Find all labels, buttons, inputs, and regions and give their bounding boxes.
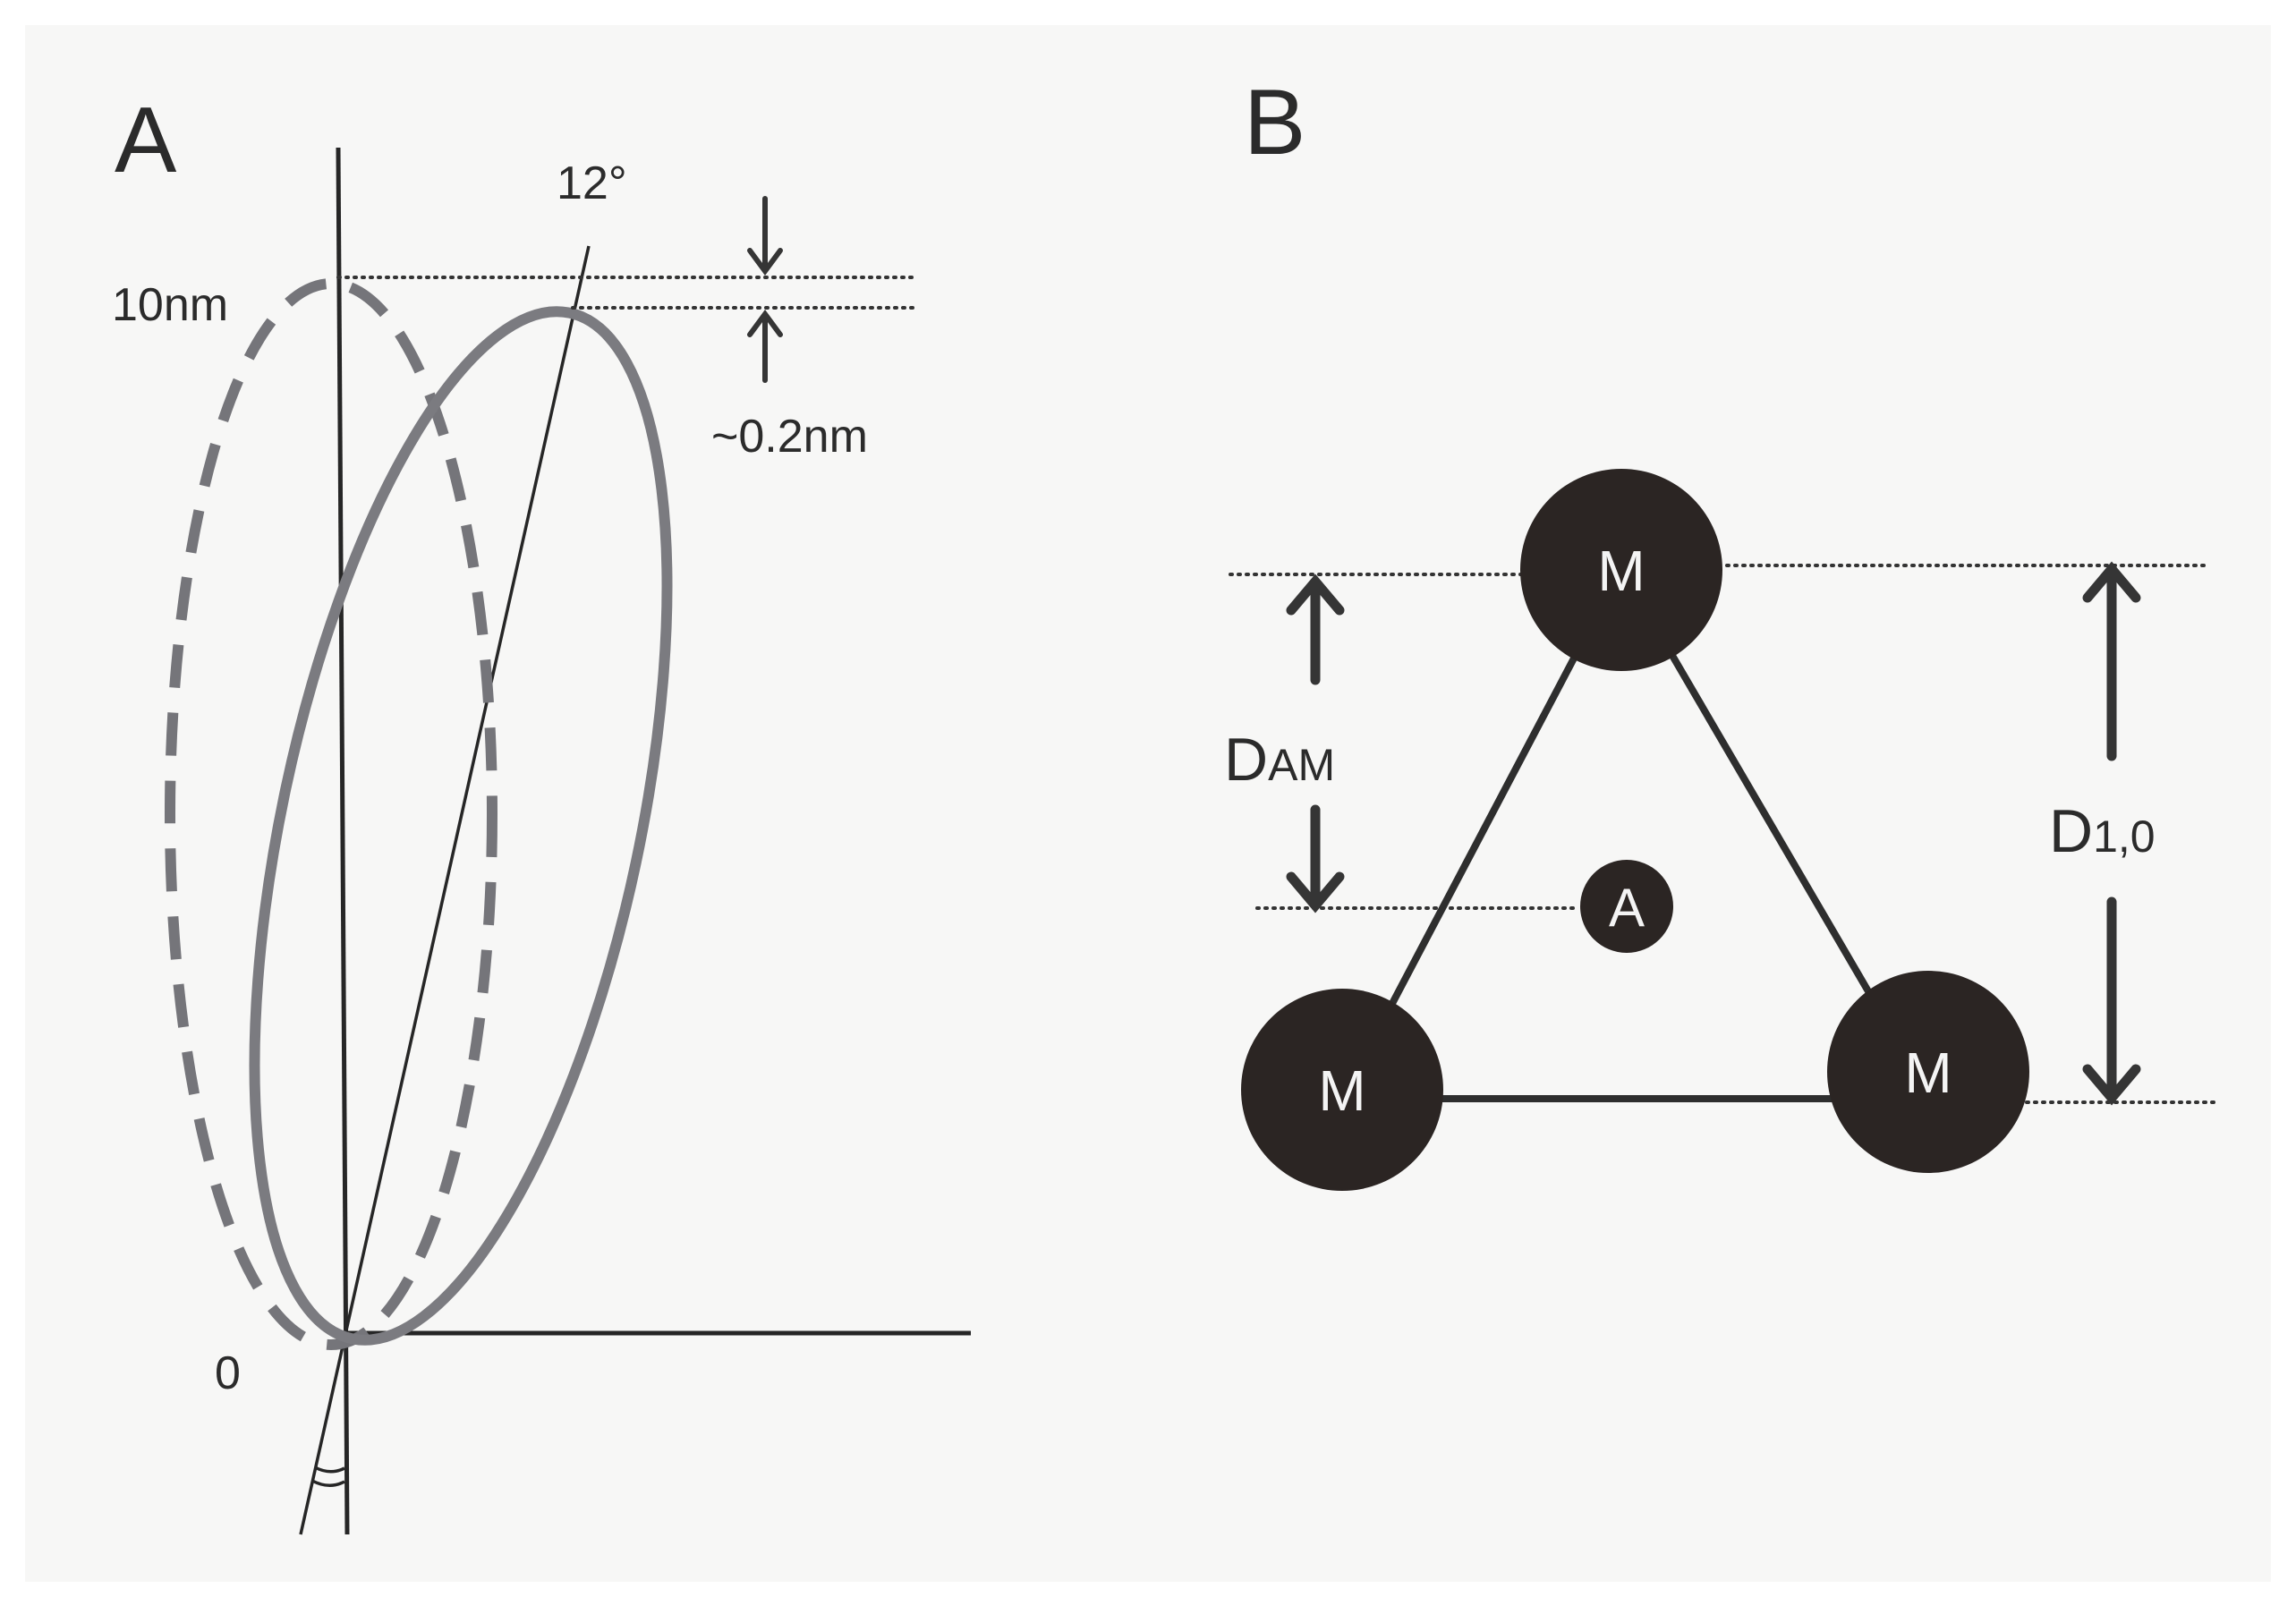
tilted-head-ellipse (249, 306, 673, 1346)
d10-arrow-up (2082, 561, 2141, 761)
myosin-label-left: M (1318, 1058, 1365, 1123)
shift-label: ~0.2nm (711, 411, 868, 463)
panel-b: B M M M A (1224, 71, 2219, 1191)
d10-label-sub: 1,0 (2093, 811, 2156, 862)
dam-label-sub: AM (1268, 740, 1335, 790)
shift-arrow-down (747, 196, 783, 276)
myosin-label-right: M (1904, 1041, 1952, 1105)
panel-a-letter: A (115, 89, 177, 192)
actin-filament: A (1580, 860, 1673, 953)
vertical-axis (336, 147, 350, 1535)
d10-arrow-down (2082, 896, 2141, 1106)
d10-label: D1,0 (2049, 797, 2156, 865)
panel-a: A 12° 10nm 0 ~0.2nm (112, 89, 971, 1535)
upright-head-ellipse (165, 278, 497, 1350)
myosin-filament-top: M (1520, 469, 1722, 671)
origin-label: 0 (215, 1347, 241, 1399)
tilted-axis (299, 245, 591, 1535)
angle-label: 12° (557, 157, 627, 209)
panel-b-letter: B (1244, 71, 1305, 174)
paper-background (25, 25, 2271, 1582)
dam-arrow-down (1286, 804, 1345, 913)
myosin-label-top: M (1597, 539, 1645, 603)
dam-label-main: D (1224, 726, 1268, 794)
angle-arc-inner (314, 1466, 345, 1474)
d10-label-main: D (2049, 797, 2093, 865)
dam-arrow-up (1286, 574, 1345, 685)
angle-arc-outer (311, 1479, 345, 1487)
myosin-filament-left: M (1241, 989, 1443, 1191)
shift-arrow-up (747, 309, 783, 383)
myosin-lattice-triangle (1336, 560, 1937, 1102)
myosin-filament-right: M (1827, 971, 2029, 1173)
actin-label: A (1609, 878, 1645, 938)
height-label: 10nm (112, 279, 228, 331)
dam-label: DAM (1224, 726, 1335, 794)
